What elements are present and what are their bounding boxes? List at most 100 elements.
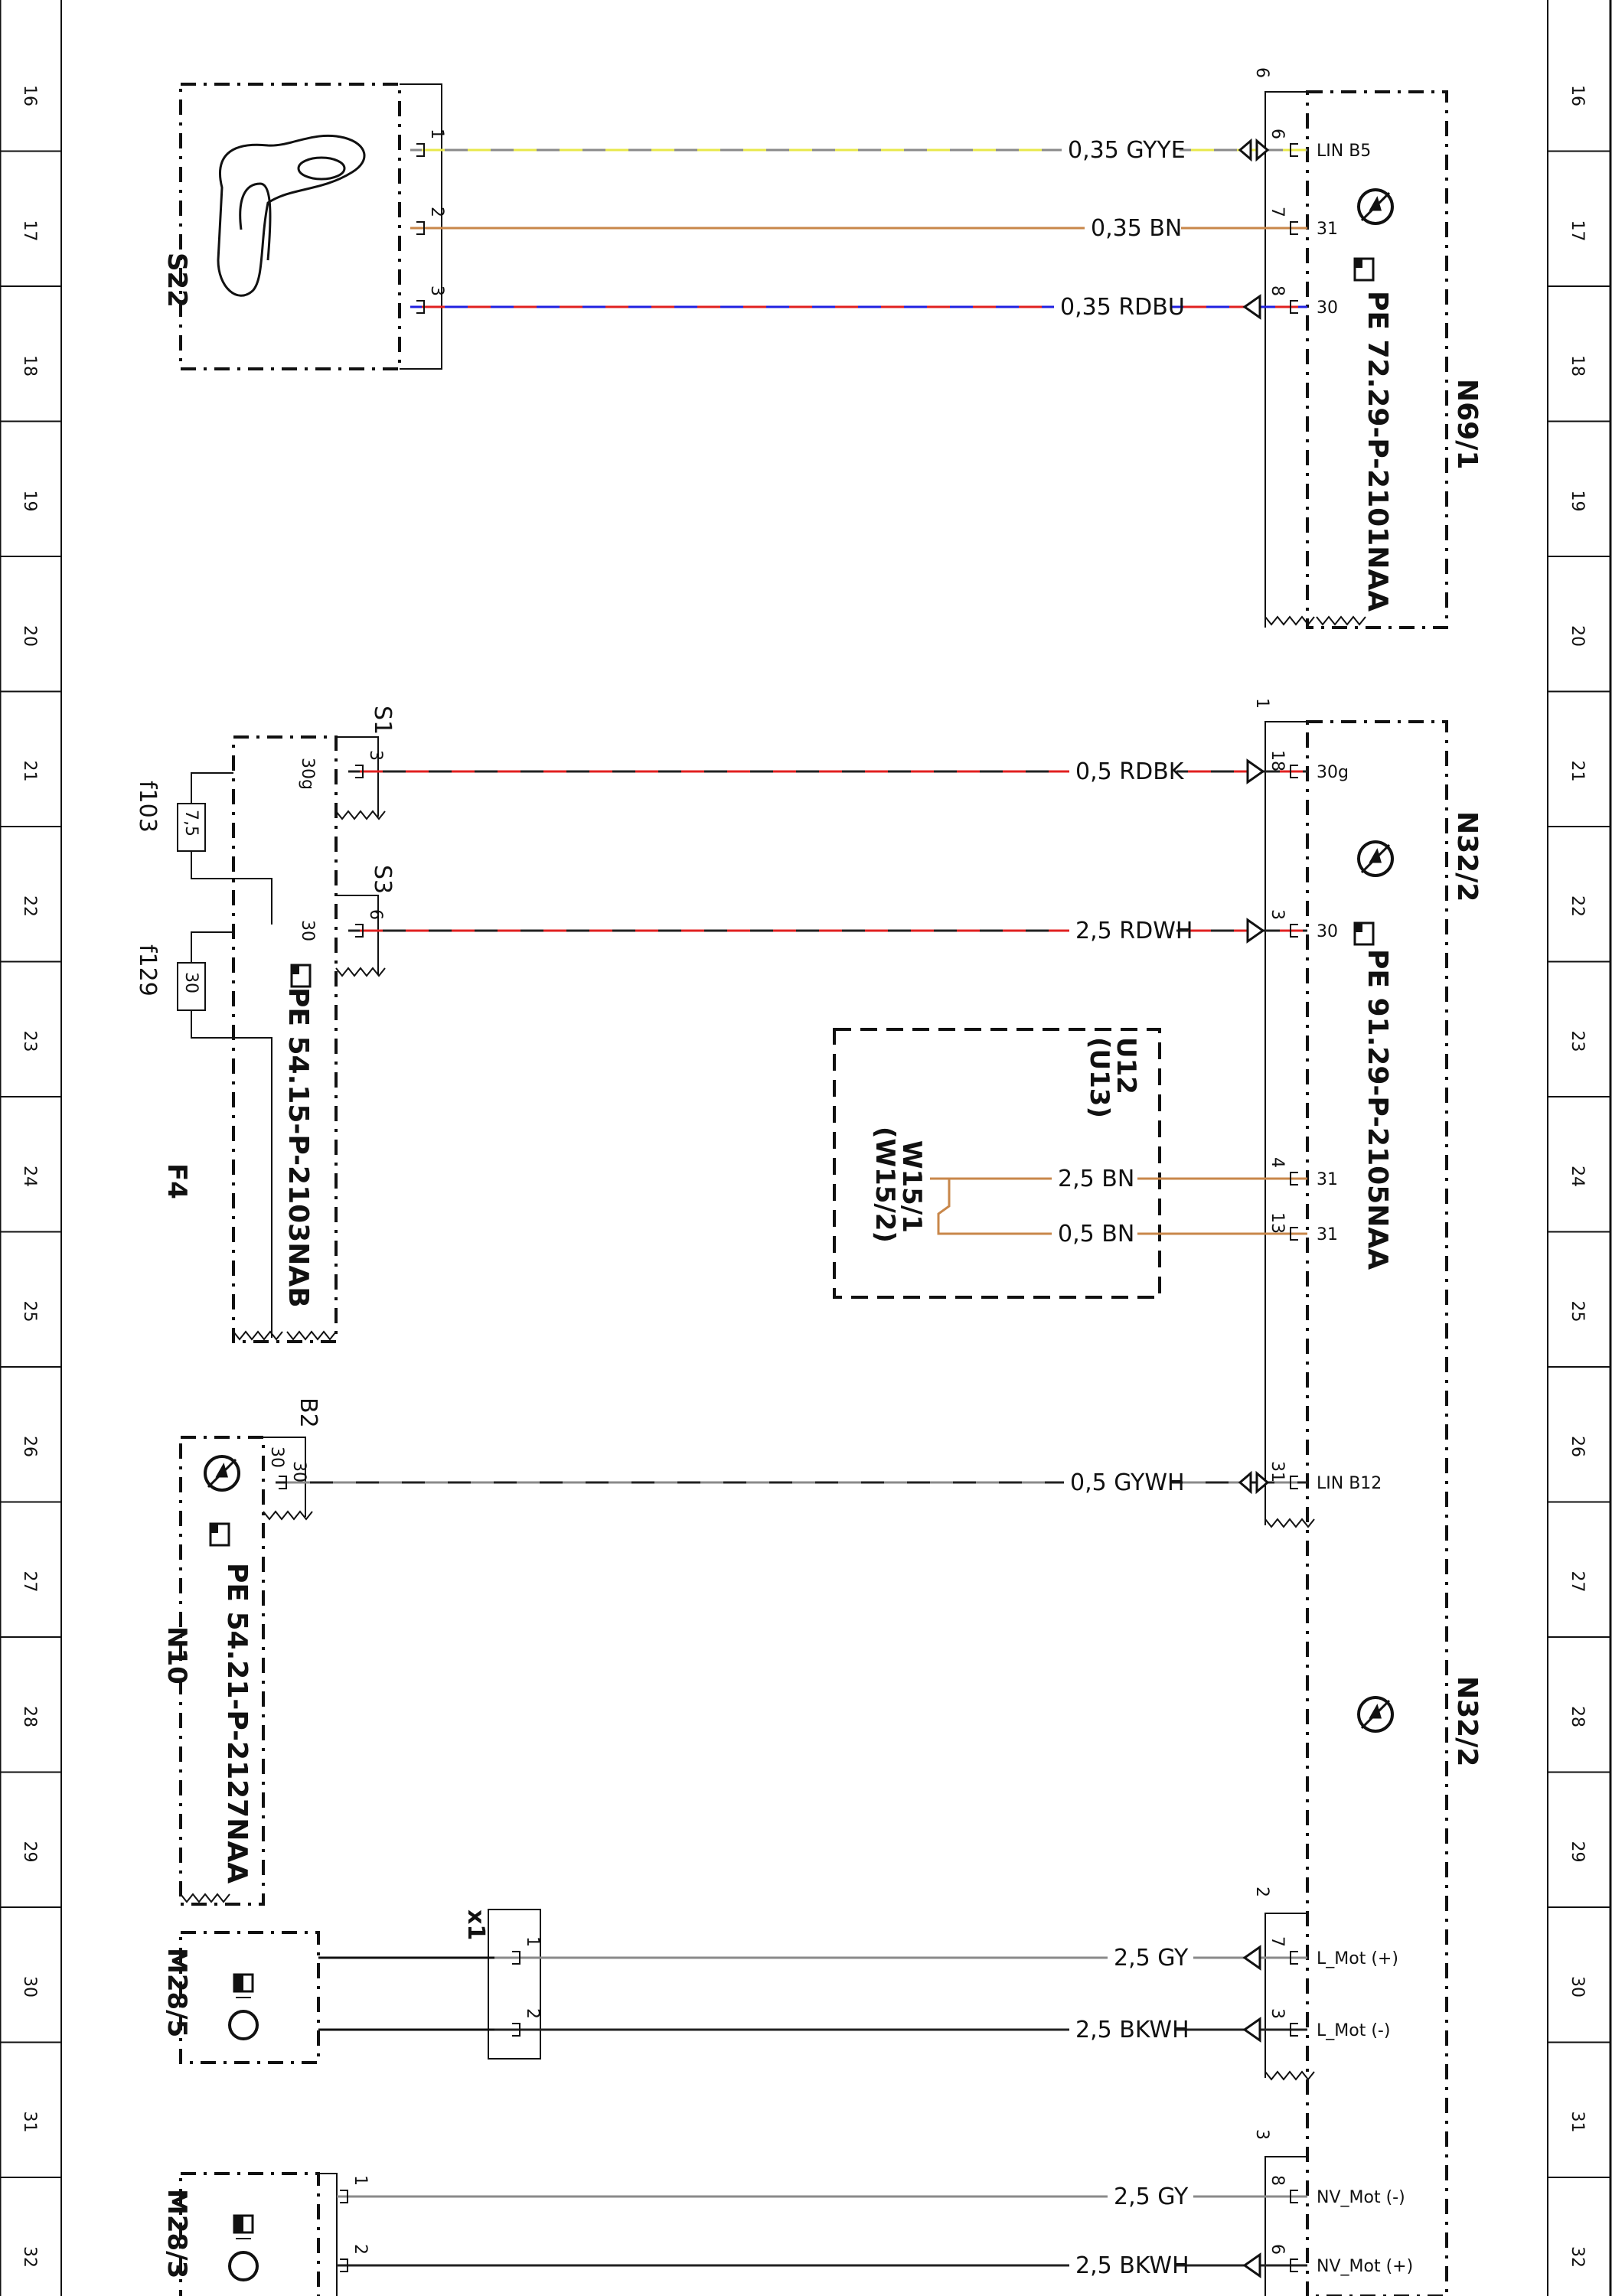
wire-label: 0,5 BN <box>1058 1221 1134 1247</box>
from-pin-number: 3 <box>366 750 385 761</box>
n32-2-box <box>1306 720 1448 2296</box>
fuse-f103-rating: 7,5 <box>181 810 201 837</box>
n10-control-unit-icon <box>204 1455 240 1492</box>
row-number: 27 <box>20 1571 39 1593</box>
row-number: 18 <box>1568 355 1587 377</box>
n32-2-ref: PE 91.29-P-2105NAA <box>1362 949 1393 1270</box>
row-number: 29 <box>1568 1841 1587 1863</box>
row-number: 23 <box>1568 1031 1587 1052</box>
m28-5-label: M28/5 <box>162 1948 192 2037</box>
n32-2-control-unit-icon-lower <box>1357 1696 1394 1733</box>
from-pin-number: 2 <box>427 207 446 217</box>
pin-stub <box>416 300 425 314</box>
n32-2-label-lower: N32/2 <box>1451 1676 1483 1766</box>
wire-label: 2,5 RDWH <box>1075 918 1193 944</box>
row-number: 25 <box>20 1301 39 1322</box>
n10-ref: PE 54.21-P-2127NAA <box>221 1563 253 1883</box>
f4-terminal-30: 30 <box>298 920 317 941</box>
terminal-label: NV_Mot (+) <box>1317 2257 1413 2276</box>
motor-feed <box>318 1956 494 2031</box>
pin-stub <box>1290 221 1298 235</box>
wire-label: 2,5 GY <box>1114 1945 1189 1971</box>
row-number: 16 <box>1568 85 1587 106</box>
input-arrow-icon <box>1242 1945 1261 1971</box>
input-arrow-icon <box>1242 294 1261 320</box>
to-pin-number: 3 <box>1268 2008 1287 2019</box>
terminal-label: NV_Mot (-) <box>1317 2188 1405 2207</box>
to-pin-number: 6 <box>1268 2244 1287 2255</box>
output-arrow-icon <box>1246 758 1265 784</box>
row-number: 22 <box>20 895 39 917</box>
pin-stub <box>512 2023 520 2037</box>
fuse-f103 <box>177 803 206 852</box>
f4-label: F4 <box>162 1163 192 1199</box>
row-number: 31 <box>20 2112 39 2133</box>
ground-w15-1-label: W15/1 <box>896 1140 927 1233</box>
to-pin-number: 3 <box>1268 909 1287 920</box>
motor-icon <box>228 2214 259 2281</box>
to-pin-number: 13 <box>1268 1212 1287 1234</box>
hand-pointer-icon <box>1353 921 1375 946</box>
s22-label: S22 <box>162 253 192 308</box>
from-pin-number: 1 <box>427 129 446 139</box>
terminal-label: 30 <box>1317 298 1338 318</box>
n69-1-control-unit-icon <box>1357 188 1394 225</box>
f4-connector-s3: S3 <box>369 865 396 894</box>
row-number: 26 <box>1568 1436 1587 1457</box>
wire-label: 0,35 BN <box>1091 215 1182 242</box>
terminal-label: LIN B5 <box>1317 142 1371 161</box>
hand-pointer-icon <box>209 1522 230 1547</box>
pin-stub <box>279 1476 287 1489</box>
m28-3-label: M28/3 <box>162 2189 192 2278</box>
n10-box <box>179 1436 265 1906</box>
row-number: 28 <box>20 1706 39 1727</box>
row-number: 22 <box>1568 895 1587 917</box>
output-arrow-icon <box>1246 918 1265 944</box>
n32-2-connector-1: 1 <box>1252 698 1271 709</box>
lin-bus-arrow-icon <box>1238 138 1270 162</box>
u13-label: (U13) <box>1084 1037 1114 1118</box>
fuse-f129-rating: 30 <box>181 972 201 993</box>
lin-bus-arrow-icon <box>1238 1470 1270 1495</box>
pin-stub <box>340 2190 348 2203</box>
n10-label: N10 <box>162 1626 192 1684</box>
row-number: 23 <box>20 1031 39 1052</box>
row-number: 24 <box>20 1166 39 1187</box>
terminal-label: 30 <box>1317 922 1338 941</box>
n69-1-ref: PE 72.29-P-2101NAA <box>1362 291 1393 612</box>
from-pin-number: 1 <box>351 2175 370 2186</box>
row-number: 32 <box>1568 2246 1587 2268</box>
s22-box <box>179 83 401 370</box>
n32-2-control-unit-icon-upper <box>1357 840 1394 877</box>
terminal-label: LIN B12 <box>1317 1474 1382 1493</box>
row-number: 25 <box>1568 1301 1587 1322</box>
x1-label: x1 <box>462 1910 489 1940</box>
terminal-label: 30g <box>1317 763 1349 782</box>
m28-5-box <box>179 1931 320 2064</box>
pin-stub <box>340 2258 348 2272</box>
terminal-label: 31 <box>1317 220 1338 239</box>
n32-2-connector-2: 2 <box>1252 1887 1271 1897</box>
row-number: 20 <box>1568 625 1587 647</box>
pin-stub <box>355 924 364 938</box>
n69-1-connector: 6 <box>1252 67 1271 78</box>
pin-stub <box>1290 765 1298 778</box>
row-number: 16 <box>20 85 39 106</box>
row-number: 28 <box>1568 1706 1587 1727</box>
to-pin-number: 31 <box>1268 1461 1287 1482</box>
wire-label: 2,5 GY <box>1114 2183 1189 2210</box>
wire: 0,5 BN 13 31 <box>949 1212 1338 1247</box>
motor-icon <box>228 1973 259 2040</box>
wire-label: 2,5 BKWH <box>1075 2017 1189 2043</box>
n32-2-connector-3: 3 <box>1252 2129 1271 2140</box>
pin-stub <box>1290 2258 1298 2272</box>
terminal-label: 31 <box>1317 1225 1338 1244</box>
